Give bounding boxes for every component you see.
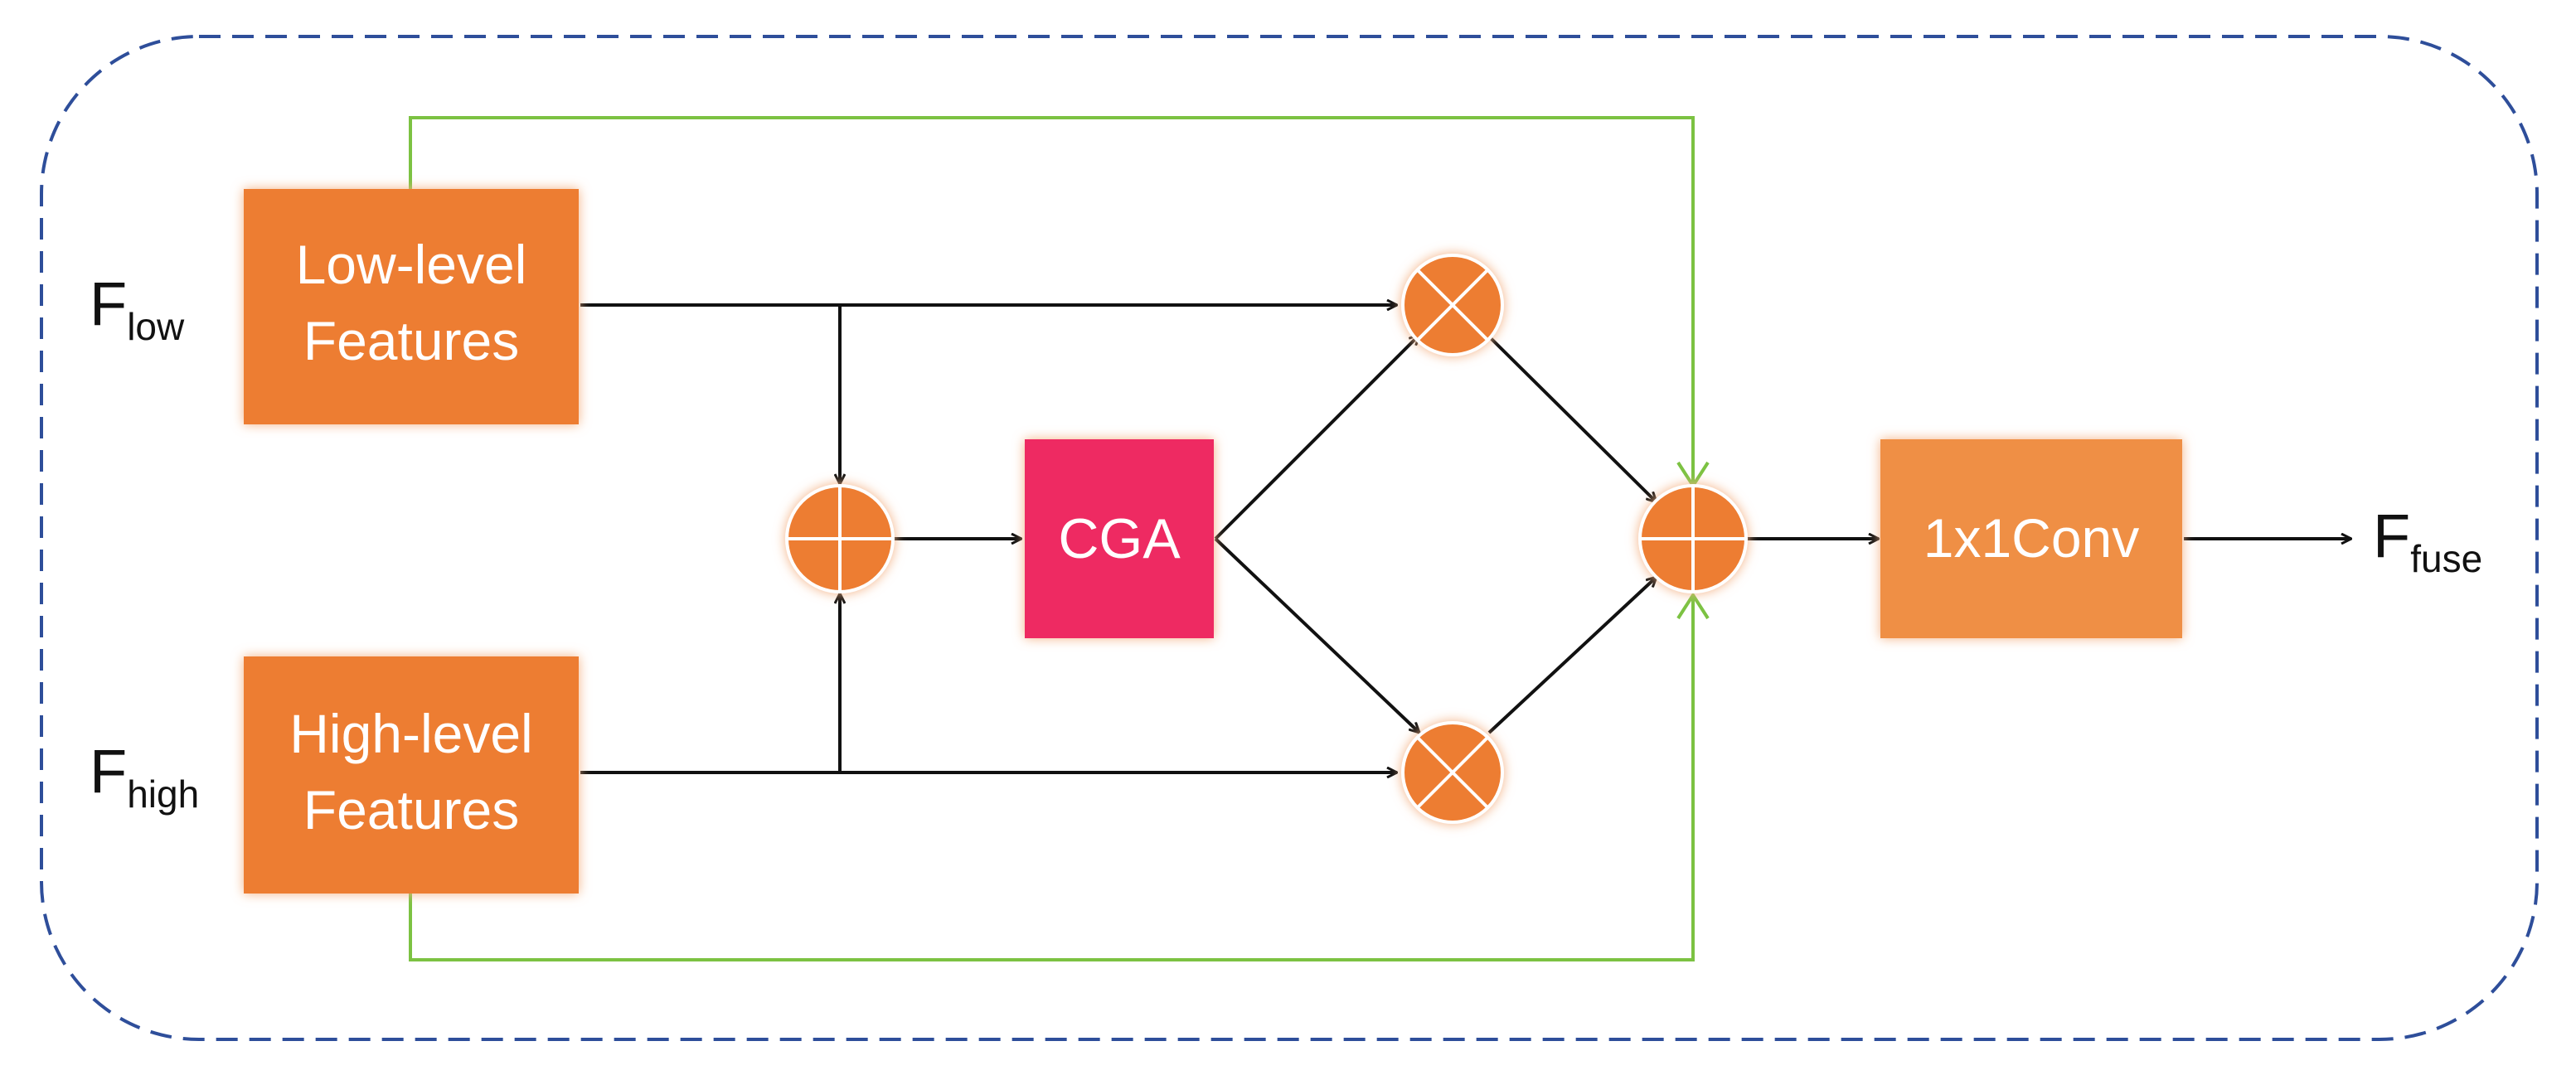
high-level-features-line2: Features xyxy=(303,779,519,840)
low-level-features-line1: Low-level xyxy=(296,234,527,295)
arrow-cga-to-multiply-top xyxy=(1214,335,1419,540)
arrow-multiply-bottom-to-sum xyxy=(1487,577,1657,734)
low-level-features-line2: Features xyxy=(303,310,519,371)
arrow-multiply-top-to-sum xyxy=(1487,335,1657,502)
f-high-subscript: high xyxy=(127,772,199,816)
cga-block xyxy=(1025,439,1214,638)
low-level-features-box xyxy=(244,189,579,424)
conv-block xyxy=(1880,439,2182,638)
high-level-features-block xyxy=(244,656,579,894)
skip-connection-low xyxy=(409,116,1710,489)
f-high-label: Fhigh xyxy=(90,737,199,816)
low-level-features-block xyxy=(244,189,579,424)
f-high-main: F xyxy=(90,737,127,806)
cga-label: CGA xyxy=(1058,507,1181,570)
high-level-features-box xyxy=(244,656,579,894)
f-fuse-main: F xyxy=(2373,501,2410,570)
f-fuse-label: Ffuse xyxy=(2373,501,2482,580)
data-flow-arrows xyxy=(580,305,2351,772)
multiply-operator-bottom-icon xyxy=(1401,721,1504,824)
skip-connection-high xyxy=(409,592,1710,961)
f-fuse-subscript: fuse xyxy=(2410,537,2482,580)
cga-box xyxy=(1025,439,1214,638)
f-low-main: F xyxy=(90,269,127,338)
sum-operator-icon xyxy=(1638,484,1748,593)
arrow-cga-to-multiply-bottom xyxy=(1214,537,1419,733)
f-low-label: Flow xyxy=(90,269,185,348)
add-operator-icon xyxy=(785,484,895,593)
conv-label: 1x1Conv xyxy=(1924,507,2140,569)
module-container xyxy=(40,35,2539,1041)
conv-box xyxy=(1880,439,2182,638)
multiply-operator-top-icon xyxy=(1401,254,1504,356)
high-level-features-line1: High-level xyxy=(289,703,532,764)
f-low-subscript: low xyxy=(127,305,185,348)
